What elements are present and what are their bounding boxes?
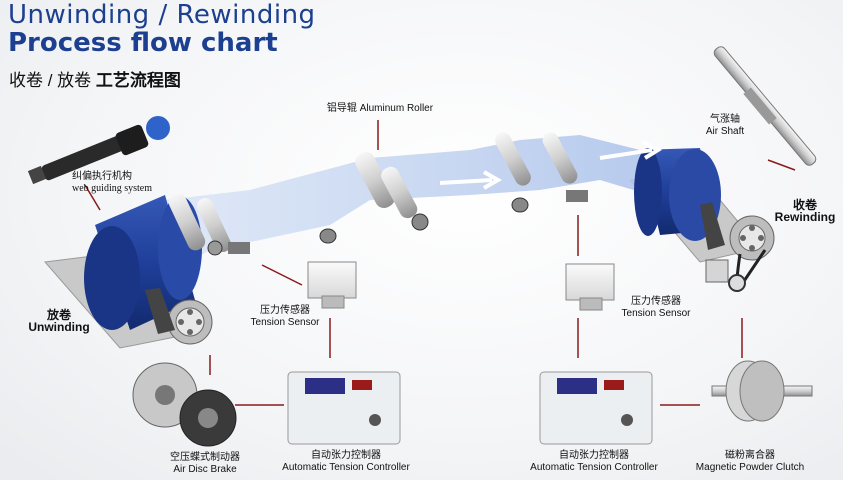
label-controller-right: 自动张力控制器 Automatic Tension Controller [526, 450, 662, 474]
rewind-hub [700, 202, 775, 293]
label-unwinding: 放卷 Unwinding [24, 309, 94, 333]
air-disc-brake-icon [132, 362, 237, 447]
label-controller-left: 自动张力控制器 Automatic Tension Controller [278, 450, 414, 474]
inline-sensor-left [228, 242, 250, 254]
label-magnetic-clutch: 磁粉离合器 Magnetic Powder Clutch [692, 450, 808, 474]
label-tension-sensor-right-cn: 压力传感器 [631, 296, 681, 307]
tension-sensor-icon [307, 261, 615, 311]
label-air-disc-brake: 空压蝶式制动器 Air Disc Brake [160, 452, 250, 476]
label-web-guide: 纠偏执行机构 web guiding system [72, 171, 192, 195]
label-tension-sensor-left-en: Tension Sensor [250, 317, 320, 328]
label-tension-sensor-right-en: Tension Sensor [621, 308, 691, 319]
label-tension-sensor-right: 压力传感器 Tension Sensor [616, 296, 696, 320]
label-aluminum-roller-cn: 铝导辊 [326, 103, 357, 114]
label-aluminum-roller: 铝导辊 Aluminum Roller [320, 103, 440, 115]
label-air-disc-brake-cn: 空压蝶式制动器 [170, 452, 240, 463]
label-rewinding-en: Rewinding [774, 210, 836, 224]
label-rewinding-cn: 收卷 [792, 198, 817, 212]
label-rewinding: 收卷 Rewinding [772, 199, 838, 223]
label-unwinding-en: Unwinding [28, 320, 90, 334]
label-unwinding-cn: 放卷 [46, 308, 71, 322]
label-magnetic-clutch-cn: 磁粉离合器 [725, 450, 775, 461]
aluminum-roller-icon [168, 132, 578, 256]
label-air-disc-brake-en: Air Disc Brake [173, 464, 237, 475]
web-guide-actuator-icon [27, 116, 170, 185]
label-magnetic-clutch-en: Magnetic Powder Clutch [695, 462, 805, 473]
label-web-guide-en: web guiding system [72, 183, 152, 194]
label-aluminum-roller-en: Aluminum Roller [359, 103, 434, 114]
air-shaft-icon [713, 46, 817, 166]
tension-controller-icon [287, 371, 653, 445]
unwind-hub [145, 288, 213, 345]
label-controller-left-cn: 自动张力控制器 [311, 450, 381, 461]
label-controller-right-en: Automatic Tension Controller [530, 462, 658, 473]
label-air-shaft-cn: 气涨轴 [710, 114, 740, 125]
inline-sensor-right [566, 190, 588, 202]
title-english-line1: Unwinding / Rewinding [8, 0, 316, 30]
title-chinese-prefix: 收卷 / 放卷 [9, 71, 92, 90]
label-air-shaft-en: Air Shaft [705, 126, 745, 137]
label-controller-left-en: Automatic Tension Controller [282, 462, 410, 473]
magnetic-powder-clutch-icon [711, 360, 813, 422]
flow-arrow-icon [439, 140, 663, 190]
title-english-line2: Process flow chart [8, 28, 278, 58]
label-tension-sensor-left-cn: 压力传感器 [260, 305, 310, 316]
label-tension-sensor-left: 压力传感器 Tension Sensor [245, 305, 325, 329]
label-controller-right-cn: 自动张力控制器 [559, 450, 629, 461]
connector-lines [84, 120, 796, 406]
label-air-shaft: 气涨轴 Air Shaft [695, 114, 755, 138]
title-chinese-bold: 工艺流程图 [95, 71, 181, 90]
title-chinese: 收卷 / 放卷 工艺流程图 [9, 66, 181, 91]
label-web-guide-cn: 纠偏执行机构 [72, 171, 132, 182]
